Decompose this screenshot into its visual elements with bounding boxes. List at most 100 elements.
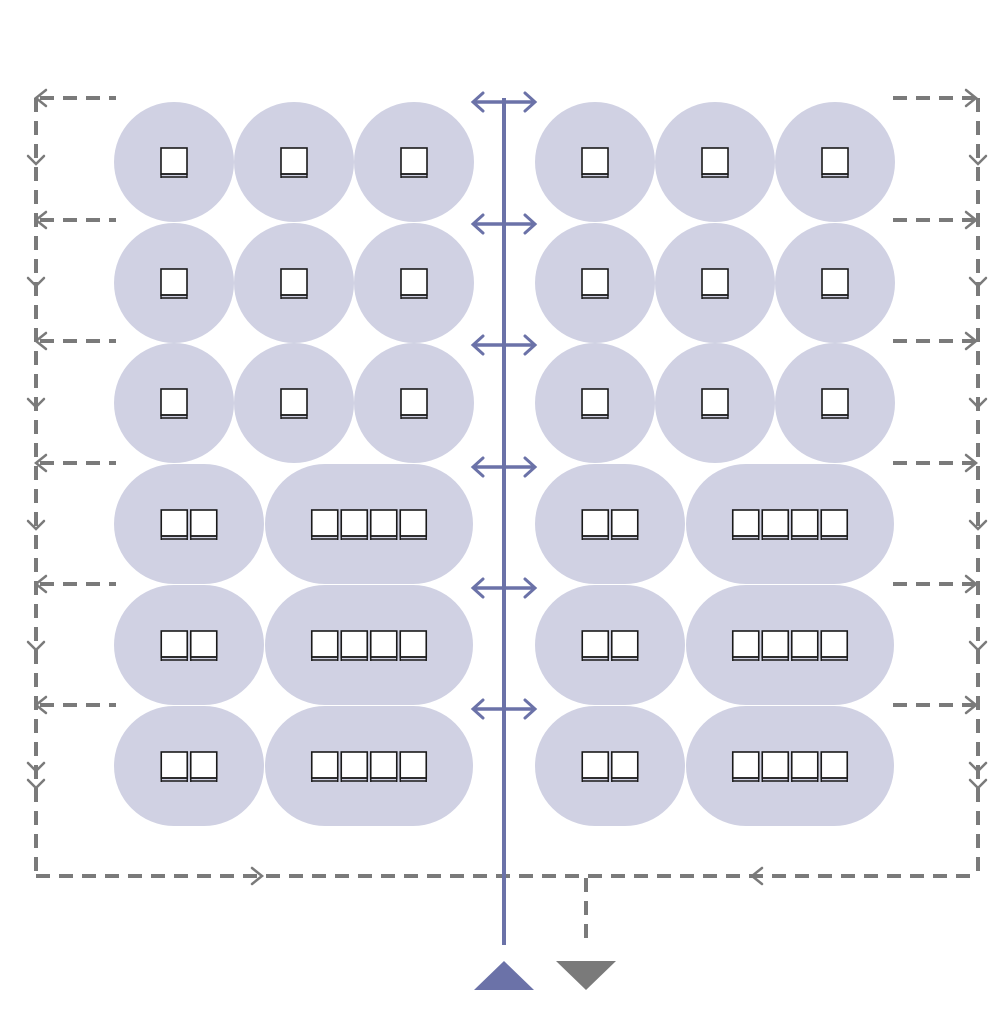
seating-zone-left-r3-z3 — [354, 343, 474, 463]
arrow-right-icon — [523, 91, 538, 113]
chair-icon — [821, 147, 849, 179]
chair-icon — [160, 147, 188, 179]
chair-icon — [400, 147, 428, 179]
arrow-down-icon — [26, 276, 46, 288]
seating-zone-right-r4-z2 — [686, 464, 894, 584]
triangle-up-icon — [474, 961, 534, 990]
chair-icon — [731, 509, 760, 541]
seating-zone-right-r1-z2 — [655, 102, 775, 222]
arrow-left-icon — [33, 574, 48, 594]
seating-zone-left-r3-z1 — [114, 343, 234, 463]
arrow-down-icon — [26, 519, 46, 531]
chair-icon — [701, 268, 729, 300]
arrow-left-icon — [470, 213, 485, 235]
seating-zone-right-r4-z1 — [535, 464, 685, 584]
entry-branch-row-2 — [470, 213, 538, 235]
seating-zone-right-r1-z1 — [535, 102, 655, 222]
arrow-left-icon — [470, 698, 485, 720]
arrow-right-icon — [964, 210, 979, 230]
chair-icon — [581, 388, 609, 420]
chair-icon — [160, 509, 189, 541]
entry-branch-row-6 — [470, 698, 538, 720]
arrow-right-icon — [964, 453, 979, 473]
arrow-left-icon — [33, 88, 48, 108]
arrow-down-icon — [968, 397, 988, 409]
chair-icon — [761, 509, 790, 541]
arrow-left-icon — [33, 210, 48, 230]
seating-zone-left-r1-z2 — [234, 102, 354, 222]
chair-icon — [340, 751, 369, 783]
chair-icon — [399, 751, 428, 783]
arrow-left-icon — [470, 456, 485, 478]
chair-icon — [399, 509, 428, 541]
chair-icon — [581, 630, 610, 662]
arrow-down-icon — [968, 276, 988, 288]
arrow-right-icon — [523, 213, 538, 235]
arrow-down-icon — [968, 640, 988, 652]
chair-icon — [610, 509, 639, 541]
seating-zone-left-r5-z2 — [265, 585, 473, 705]
arrow-right-icon — [964, 331, 979, 351]
seating-zone-left-r2-z1 — [114, 223, 234, 343]
arrow-left-icon — [33, 453, 48, 473]
exit-route — [26, 88, 988, 990]
arrow-down-icon — [968, 761, 988, 773]
chair-icon — [189, 751, 218, 783]
chair-icon — [399, 630, 428, 662]
arrow-down-icon — [968, 154, 988, 166]
seating-zone-left-r6-z1 — [114, 706, 264, 826]
seating-zone-right-r2-z1 — [535, 223, 655, 343]
chair-icon — [310, 630, 339, 662]
arrow-left-icon — [470, 334, 485, 356]
arrow-right-icon — [523, 334, 538, 356]
seating-zone-left-r3-z2 — [234, 343, 354, 463]
chair-icon — [581, 147, 609, 179]
chair-icon — [160, 388, 188, 420]
seating-zone-right-r1-z3 — [775, 102, 895, 222]
entry-route — [470, 91, 538, 990]
chair-icon — [731, 630, 760, 662]
arrow-down-icon — [26, 778, 46, 790]
arrow-down-icon — [968, 519, 988, 531]
seating-zone-right-r2-z2 — [655, 223, 775, 343]
entry-branch-row-4 — [470, 456, 538, 478]
seating-zone-left-r5-z1 — [114, 585, 264, 705]
chair-icon — [610, 630, 639, 662]
chair-icon — [160, 268, 188, 300]
seating-zone-left-r2-z3 — [354, 223, 474, 343]
seating-zone-left-r1-z1 — [114, 102, 234, 222]
arrow-left-icon — [470, 577, 485, 599]
chair-icon — [701, 147, 729, 179]
arrow-right-icon — [523, 698, 538, 720]
seating-zone-right-r5-z1 — [535, 585, 685, 705]
arrow-right-icon — [250, 866, 265, 886]
arrow-down-icon — [968, 778, 988, 790]
seating-zones — [114, 102, 895, 826]
chair-icon — [160, 630, 189, 662]
chair-icon — [189, 630, 218, 662]
chair-icon — [820, 751, 849, 783]
chair-icon — [821, 388, 849, 420]
arrow-down-icon — [26, 640, 46, 652]
chair-icon — [280, 147, 308, 179]
chair-icon — [581, 268, 609, 300]
arrow-right-icon — [964, 695, 979, 715]
chair-icon — [610, 751, 639, 783]
chair-icon — [340, 630, 369, 662]
entry-branch-row-5 — [470, 577, 538, 599]
arrow-down-icon — [26, 154, 46, 166]
chair-icon — [160, 751, 189, 783]
seating-zone-left-r1-z3 — [354, 102, 474, 222]
arrow-left-icon — [33, 331, 48, 351]
chair-icon — [701, 388, 729, 420]
seating-zone-right-r3-z3 — [775, 343, 895, 463]
entry-branch-row-1 — [470, 91, 538, 113]
chair-icon — [400, 388, 428, 420]
chair-icon — [790, 509, 819, 541]
chair-icon — [400, 268, 428, 300]
seating-zone-right-r6-z2 — [686, 706, 894, 826]
seating-zone-right-r6-z1 — [535, 706, 685, 826]
chair-icon — [280, 388, 308, 420]
arrow-right-icon — [523, 456, 538, 478]
arrow-right-icon — [964, 574, 979, 594]
